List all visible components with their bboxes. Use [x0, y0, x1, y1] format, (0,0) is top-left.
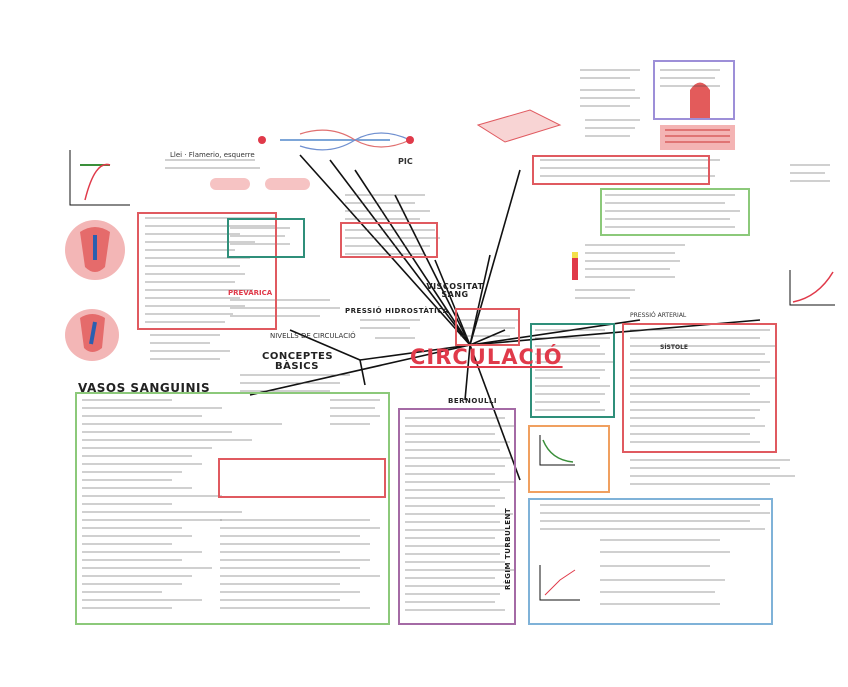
- capillary-network: [258, 129, 414, 151]
- arterial-pressure-box: [622, 323, 777, 453]
- pressure-notes-box: [340, 222, 438, 258]
- pressio-label: PRESSIÓ HIDROSTÀTICA: [345, 307, 449, 315]
- bernoulli-label: BERNOULLI: [448, 397, 498, 405]
- central-title: CIRCULACIÓ: [410, 345, 563, 369]
- blood-vessel-drawing: [210, 178, 310, 190]
- turbulence-graph: [539, 565, 580, 601]
- viscosity-graph: [789, 270, 835, 306]
- heart-diagram-top: [65, 220, 125, 280]
- note-scribbles: [82, 69, 830, 611]
- resistance-box: [530, 323, 615, 418]
- conceptes-label: CONCEPTES BÀSICS: [262, 351, 334, 372]
- heart-diagram-bottom: [65, 309, 119, 361]
- laminar-notes-box: [532, 155, 710, 185]
- test-tube-icon: [572, 252, 578, 280]
- prevarica-label: PREVARICA: [228, 289, 273, 297]
- pressio-arterial-label: PRESSIÓ ARTERIAL: [630, 312, 687, 319]
- viscosity-small-box: [455, 308, 520, 346]
- flow-graph: [539, 435, 575, 466]
- vasos-box: [75, 392, 390, 625]
- vasos-label: VASOS SANGUINIS: [78, 381, 211, 395]
- laminar-box: [653, 60, 735, 120]
- vasos-inner-box: [218, 458, 386, 498]
- viscosity-factors-box: [600, 188, 750, 236]
- regim-label: RÈGIM TURBULENT: [504, 507, 512, 590]
- pressure-graph: [69, 150, 130, 206]
- cardiac-notes-box: [227, 218, 305, 258]
- pic-label: PIC: [398, 157, 413, 166]
- flow-box: [528, 425, 610, 493]
- heart-notes-box: [137, 212, 277, 330]
- bernoulli-box: [398, 408, 516, 625]
- turbulent-box: [528, 498, 773, 625]
- nivells-label: NIVELLS DE CIRCULACIÓ: [270, 332, 356, 340]
- viscositat-label: VISCOSITAT SANG: [426, 282, 484, 299]
- llei-label: Llei · Flamerio, esquerre: [170, 151, 255, 159]
- laminar-flow-diagram: [476, 82, 735, 150]
- sistole-label: SÍSTOLE: [660, 344, 688, 351]
